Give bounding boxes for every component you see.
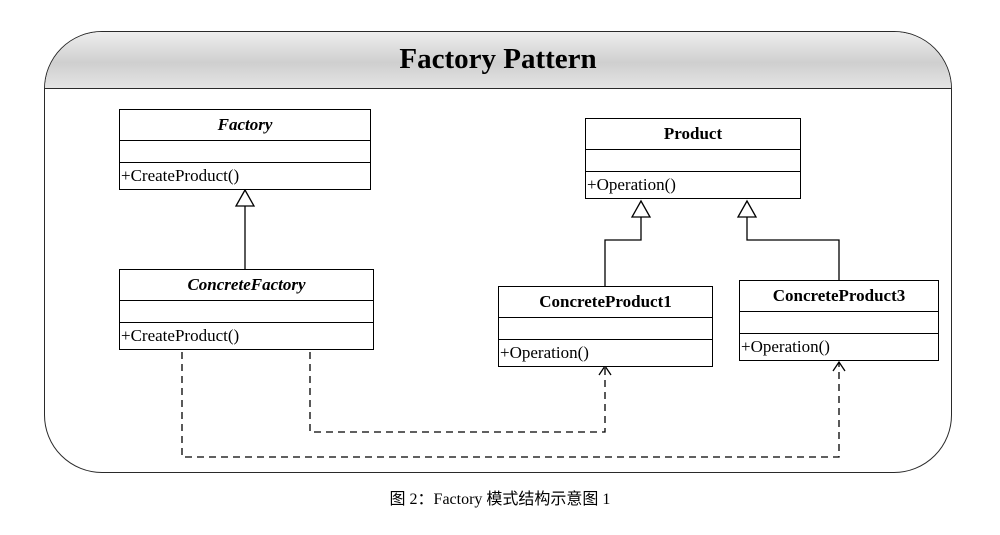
attributes-compartment	[120, 301, 373, 323]
attributes-compartment	[586, 150, 800, 172]
class-name: Product	[586, 119, 800, 150]
concrete-product3-class: ConcreteProduct3 +Operation()	[739, 280, 939, 361]
diagram-title: Factory Pattern	[399, 43, 597, 75]
class-name: ConcreteProduct3	[740, 281, 938, 312]
dependency-product3	[181, 352, 846, 458]
class-operation: +Operation()	[587, 175, 676, 194]
class-name: Factory	[120, 110, 370, 141]
inheritance-product3	[736, 199, 840, 280]
inheritance-product1	[604, 199, 652, 286]
concrete-factory-class: ConcreteFactory +CreateProduct()	[119, 269, 374, 350]
class-operation: +CreateProduct()	[121, 326, 240, 345]
factory-class: Factory +CreateProduct()	[119, 109, 371, 190]
class-name: ConcreteProduct1	[499, 287, 712, 318]
attributes-compartment	[120, 141, 370, 163]
attributes-compartment	[740, 312, 938, 334]
concrete-product1-class: ConcreteProduct1 +Operation()	[498, 286, 713, 367]
frame-header: Factory Pattern	[45, 32, 951, 89]
pattern-frame: Factory Pattern	[44, 31, 952, 473]
figure-caption: 图 2：Factory 模式结构示意图 1	[389, 491, 611, 508]
class-operation: +Operation()	[741, 337, 830, 356]
class-name: ConcreteFactory	[120, 270, 373, 301]
inheritance-factory	[234, 188, 256, 269]
attributes-compartment	[499, 318, 712, 340]
class-operation: +Operation()	[500, 343, 589, 362]
class-operation: +CreateProduct()	[121, 166, 240, 185]
product-class: Product +Operation()	[585, 118, 801, 199]
